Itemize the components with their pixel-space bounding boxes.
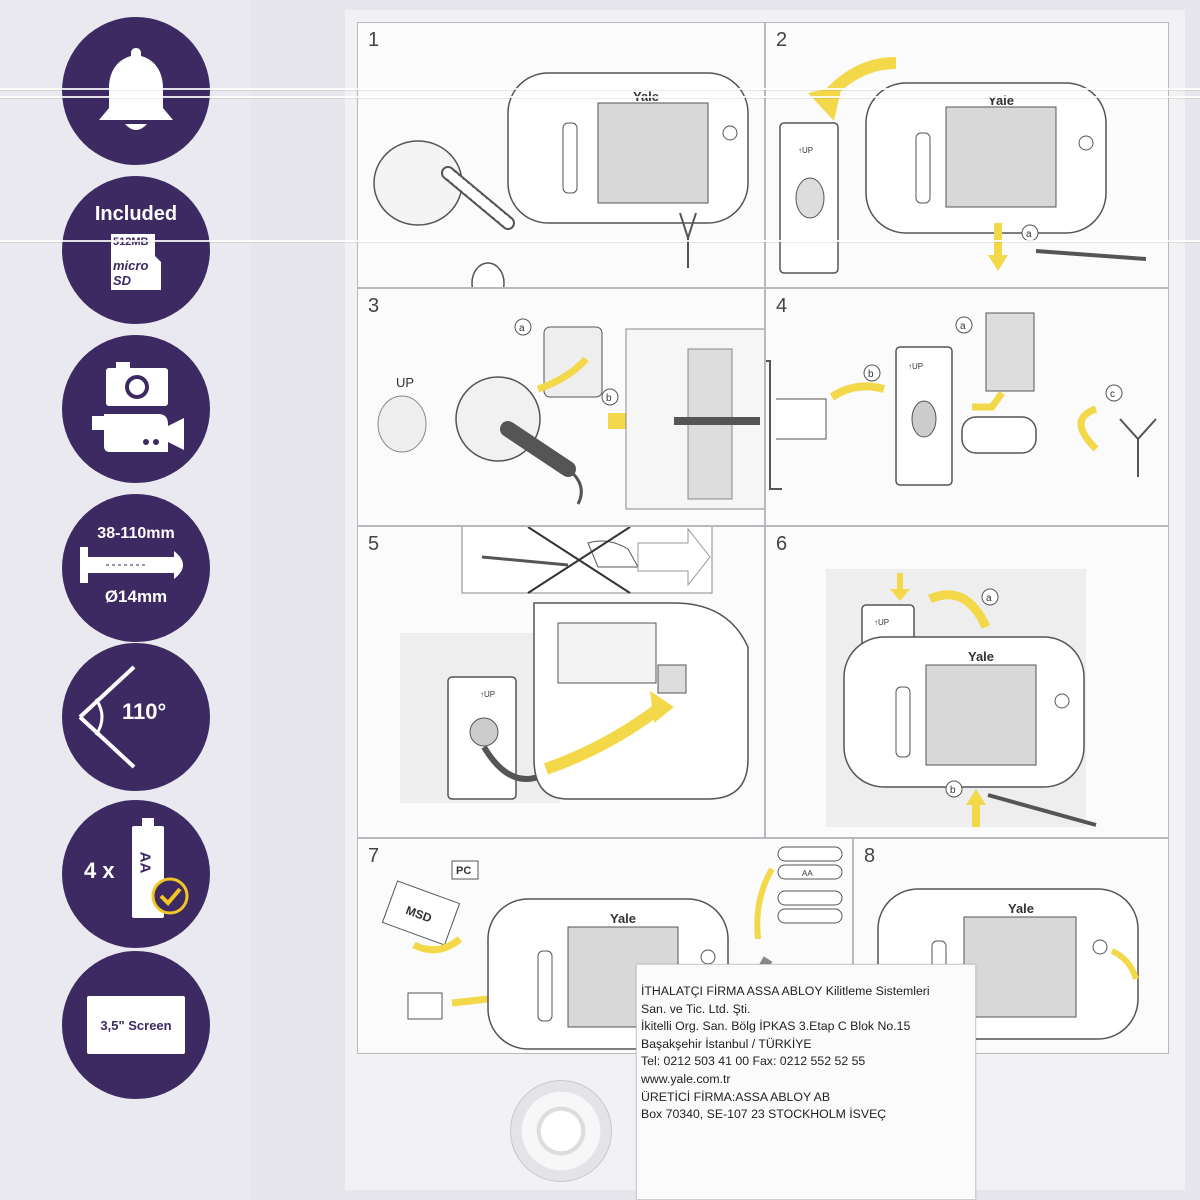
feature-badge-strip: Included 512MB micro SD bbox=[0, 0, 250, 1200]
label-a: a bbox=[986, 593, 992, 604]
step-2-diagram: ↑UP Yale a bbox=[779, 57, 1147, 274]
up-small-label: ↑UP bbox=[874, 618, 889, 627]
manufacturer-line: Box 70340, SE-107 23 STOCKHOLM İSVEÇ bbox=[641, 1107, 887, 1122]
step-4-diagram: b ↑UP a c bbox=[766, 312, 1157, 490]
battery-badge: 4 x AA bbox=[62, 800, 210, 948]
video-camera-icon bbox=[92, 414, 184, 452]
screen-size-label: 3,5" Screen bbox=[100, 1017, 172, 1033]
yale-brand: Yale bbox=[610, 911, 636, 926]
pc-label: PC bbox=[456, 865, 471, 877]
battery-count-label: 4 x bbox=[84, 858, 115, 883]
hang-hole-grommet bbox=[510, 1080, 612, 1182]
step-6-diagram: ↑UP a Yale b bbox=[826, 569, 1097, 827]
label-c: c bbox=[1110, 389, 1115, 400]
card-brand-label: micro SD bbox=[113, 257, 149, 288]
yale-brand: Yale bbox=[968, 649, 994, 664]
importer-line: www.yale.com.tr bbox=[641, 1071, 731, 1086]
step-2-panel: 2 ↑UP Yale a bbox=[765, 22, 1169, 288]
photo-video-badge bbox=[62, 335, 210, 483]
label-b: b bbox=[950, 785, 956, 796]
step-number: 8 bbox=[864, 845, 876, 867]
step-number: 2 bbox=[776, 29, 788, 51]
step-number: 3 bbox=[368, 295, 380, 317]
check-icon bbox=[151, 877, 189, 915]
microsd-card-icon: 512MB micro SD bbox=[107, 232, 165, 292]
door-thickness-badge: 38-110mm Ø14mm bbox=[62, 494, 210, 642]
label-a: a bbox=[1026, 229, 1032, 240]
step-1-diagram: Yale bbox=[373, 72, 749, 287]
step-3-diagram: UP a b bbox=[377, 318, 764, 510]
importer-line: Tel: 0212 503 41 00 Fax: 0212 552 52 55 bbox=[641, 1054, 866, 1069]
bell-icon bbox=[99, 48, 173, 130]
plastic-edge bbox=[0, 96, 1200, 98]
door-viewer-icon bbox=[80, 547, 183, 583]
importer-line: İkitelli Org. San. Bölg İPKAS 3.Etap C B… bbox=[641, 1019, 911, 1034]
importer-line: San. ve Tic. Ltd. Şti. bbox=[641, 1001, 751, 1016]
step-1-panel: 1 Yale bbox=[357, 22, 765, 288]
step-4-panel: 4 b ↑UP a c bbox=[765, 288, 1169, 526]
door-range-label: 38-110mm bbox=[97, 525, 175, 542]
screen-size-badge: 3,5" Screen bbox=[62, 951, 210, 1099]
doorbell-badge bbox=[62, 17, 210, 165]
plastic-edge bbox=[0, 240, 1200, 242]
label-a: a bbox=[960, 321, 966, 332]
up-small-label: ↑UP bbox=[480, 690, 495, 699]
angle-icon bbox=[78, 665, 136, 769]
instruction-sheet: 1 Yale 2 ↑UP Yale bbox=[345, 10, 1185, 1190]
aa-label: AA bbox=[802, 869, 813, 878]
yale-brand: Yale bbox=[1008, 901, 1034, 916]
screen-icon: 3,5" Screen bbox=[87, 996, 185, 1054]
step-6-panel: 6 ↑UP a Yale b bbox=[765, 526, 1169, 838]
photo-camera-icon bbox=[106, 362, 168, 406]
label-b: b bbox=[606, 393, 612, 404]
up-small-label: ↑UP bbox=[908, 362, 923, 371]
step-number: 6 bbox=[776, 533, 788, 555]
importer-line: İTHALATÇI FİRMA ASSA ABLOY Kilitleme Sis… bbox=[641, 984, 930, 998]
label-a: a bbox=[519, 323, 525, 334]
diameter-label: Ø14mm bbox=[104, 587, 168, 606]
importer-line: Başakşehir İstanbul / TÜRKİYE bbox=[641, 1036, 812, 1051]
importer-label-sticker: İTHALATÇI FİRMA ASSA ABLOY Kilitleme Sis… bbox=[636, 964, 976, 1200]
included-label: Included bbox=[94, 202, 178, 225]
angle-label: 110° bbox=[122, 699, 167, 724]
label-b: b bbox=[868, 369, 874, 380]
aa-batteries-group: AA bbox=[777, 846, 843, 924]
manufacturer-line: ÜRETİCİ FİRMA:ASSA ABLOY AB bbox=[641, 1089, 831, 1104]
step-3-panel: 3 UP a b bbox=[357, 288, 765, 526]
up-small-label: ↑UP bbox=[798, 146, 813, 155]
step-5-diagram: ↑UP bbox=[400, 527, 749, 803]
viewing-angle-badge: 110° bbox=[62, 643, 210, 791]
plastic-edge bbox=[0, 88, 1200, 90]
battery-type-label: AA bbox=[136, 851, 154, 874]
step-5-panel: 5 ↑UP bbox=[357, 526, 765, 838]
microsd-included-badge: Included 512MB micro SD bbox=[62, 176, 210, 324]
step-number: 7 bbox=[368, 845, 380, 867]
step-number: 5 bbox=[368, 533, 380, 555]
step-number: 1 bbox=[368, 29, 380, 51]
step-number: 4 bbox=[776, 295, 788, 317]
up-label: UP bbox=[396, 375, 414, 390]
